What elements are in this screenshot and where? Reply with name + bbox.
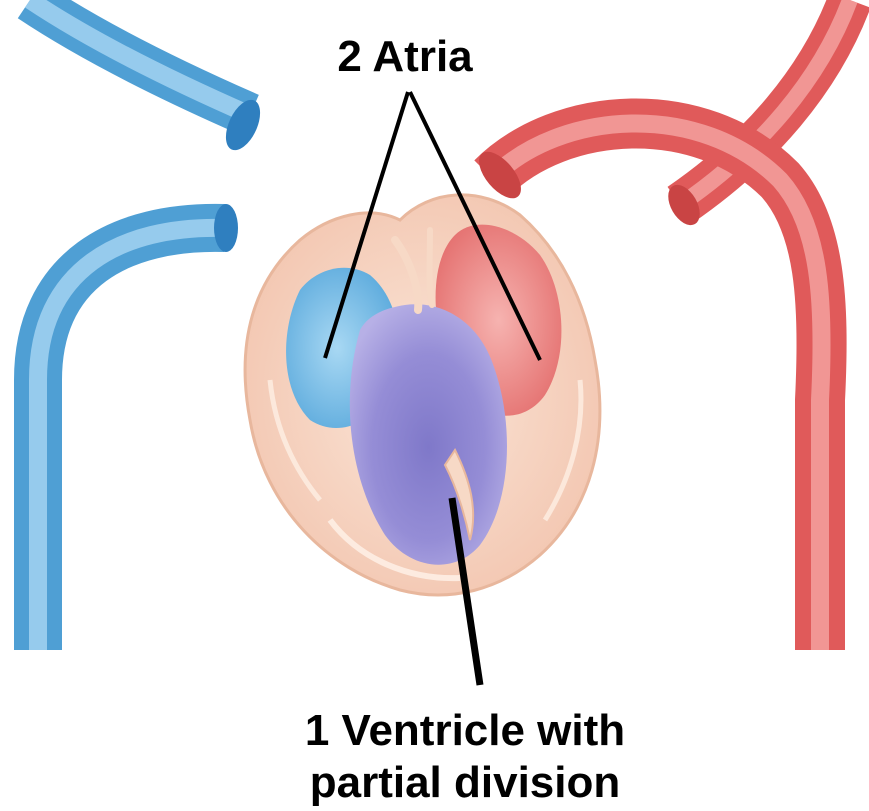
heart-body (245, 195, 600, 595)
atria-label: 2 Atria (305, 34, 505, 80)
blue-vessels (30, 0, 267, 650)
ventricle-label-line2: partial division (230, 757, 700, 809)
ventricle-label: 1 Ventricle with partial division (230, 705, 700, 809)
ventricle-label-line1: 1 Ventricle with (230, 705, 700, 757)
